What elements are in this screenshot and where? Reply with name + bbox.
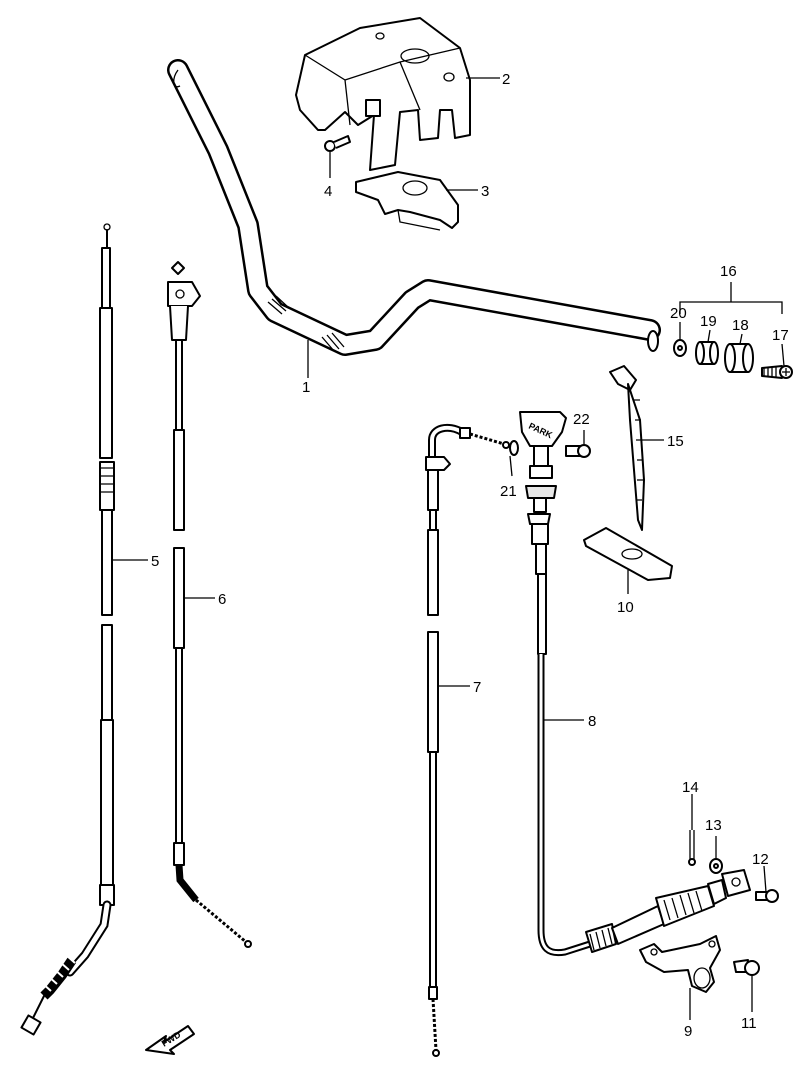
washer-13: [709, 858, 723, 874]
end-weight-kit: [673, 339, 793, 379]
callout-11: 11: [741, 1015, 757, 1032]
callout-1: 1: [302, 379, 310, 396]
callout-10: 10: [617, 599, 634, 616]
cable-5: [20, 223, 115, 1036]
pin-12: [755, 889, 779, 903]
callout-5: 5: [151, 553, 159, 570]
handlebar-cover: [295, 17, 471, 171]
cable-8: PARK: [519, 411, 751, 957]
cable-bracket-9: [639, 935, 721, 993]
callouts: 1 2 3 4 5 6 7 8 9 10 11 12 13 14 15 16 1…: [151, 71, 789, 1040]
fwd-arrow-icon: FWD: [145, 1025, 195, 1055]
washer-21: [509, 440, 519, 456]
callout-2: 2: [502, 71, 510, 88]
bolt-11: [733, 959, 760, 976]
cable-tie-15: [609, 365, 645, 531]
mounting-plate-10: [583, 527, 673, 581]
cable-6: [167, 261, 252, 948]
callout-7: 7: [473, 679, 481, 696]
callout-16: 16: [720, 263, 737, 280]
handlebar: [167, 59, 661, 356]
callout-3: 3: [481, 183, 489, 200]
spacer-19: [695, 341, 719, 365]
end-weight-18: [724, 343, 754, 373]
leader-lines: [112, 77, 785, 1020]
callout-21: 21: [500, 483, 517, 500]
callout-14: 14: [682, 779, 699, 796]
callout-12: 12: [752, 851, 769, 868]
callout-4: 4: [324, 183, 332, 200]
cable-7: [425, 423, 510, 1057]
screw-22: [565, 444, 591, 458]
screw-4: [324, 135, 351, 152]
cotter-pin-14: [688, 830, 696, 866]
cover-bracket: [355, 171, 459, 231]
callout-9: 9: [684, 1023, 692, 1040]
callout-13: 13: [705, 817, 722, 834]
callout-17: 17: [772, 327, 789, 344]
washer-20: [673, 339, 687, 357]
callout-6: 6: [218, 591, 226, 608]
callout-20: 20: [670, 305, 687, 322]
callout-22: 22: [573, 411, 590, 428]
callout-15: 15: [667, 433, 684, 450]
callout-19: 19: [700, 313, 717, 330]
callout-18: 18: [732, 317, 749, 334]
callout-8: 8: [588, 713, 596, 730]
screw-17: [761, 365, 793, 379]
